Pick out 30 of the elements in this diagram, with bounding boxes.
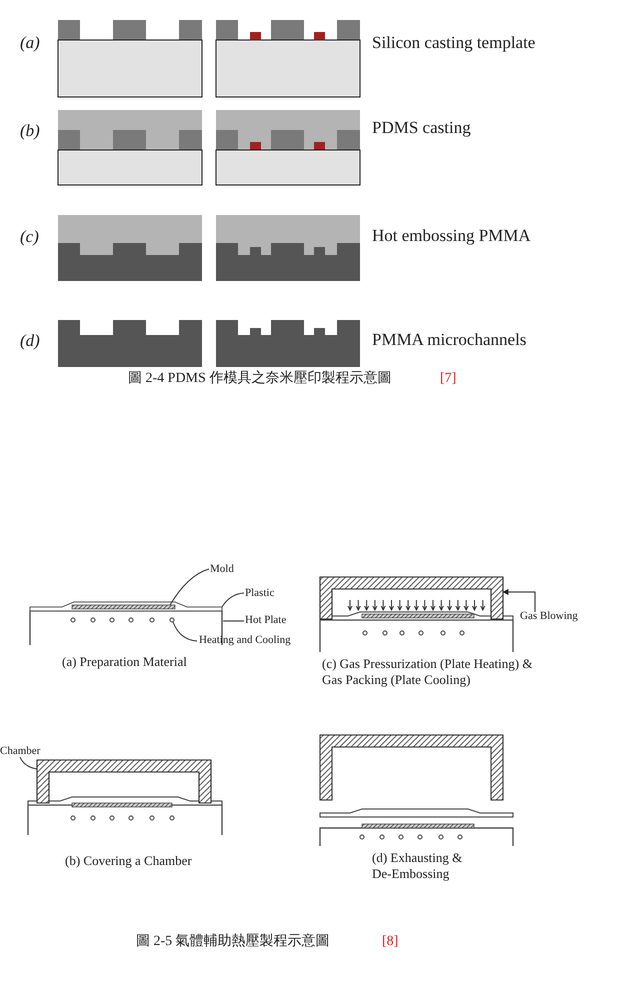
- plastic-sheet: [30, 602, 222, 612]
- stage-caption: (b) Covering a Chamber: [65, 853, 192, 869]
- leader-line: [170, 568, 210, 606]
- leader-line: [20, 756, 38, 770]
- callout-label: Hot Plate: [245, 614, 286, 628]
- callout-label: Mold: [210, 563, 234, 576]
- step-label: PDMS casting: [372, 118, 471, 138]
- step-label: PMMA microchannels: [372, 330, 526, 350]
- stage-caption: (d) Exhausting & De-Embossing: [372, 850, 464, 882]
- step-letter: (c): [20, 227, 39, 248]
- leader-line: [222, 620, 244, 622]
- callout-label: Chamber: [0, 745, 40, 758]
- callout-label: Plastic: [245, 587, 274, 600]
- figure-caption: 圖 2-5 氣體輔助熱壓製程示意圖: [136, 934, 330, 951]
- mold: [72, 604, 176, 610]
- figure-caption: 圖 2-4 PDMS 作模具之奈米壓印製程示意圖: [128, 371, 392, 388]
- callout-label: Gas Blowing: [520, 610, 578, 624]
- reference-number: [7]: [440, 371, 456, 388]
- step-letter: (d): [20, 331, 40, 352]
- stage-caption: (c) Gas Pressurization (Plate Heating) & Gas Packing (Plate Cooling): [322, 656, 534, 688]
- step-label: Hot embossing PMMA: [372, 226, 531, 246]
- chamber: [36, 759, 212, 804]
- step-letter: (b): [20, 121, 40, 142]
- leader-line: [222, 592, 244, 608]
- arrow: [502, 589, 536, 612]
- step-label: Silicon casting template: [372, 33, 536, 54]
- reference-number: [8]: [382, 934, 398, 951]
- chamber: [319, 576, 504, 620]
- step-letter: (a): [20, 33, 40, 54]
- stage-caption: (a) Preparation Material: [62, 654, 187, 670]
